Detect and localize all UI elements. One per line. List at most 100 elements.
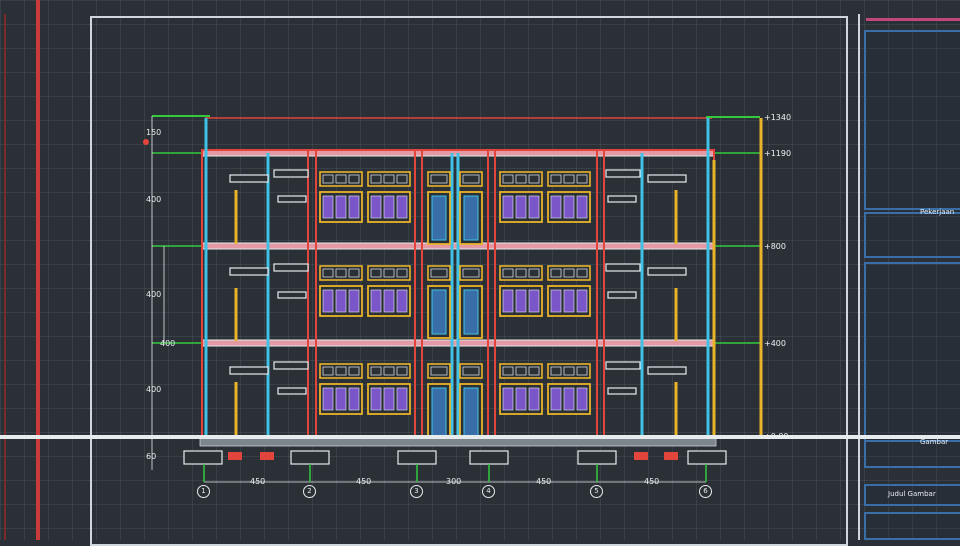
window-pane [528, 289, 540, 313]
left-dim-400-bot: 400 [146, 385, 162, 394]
window-pane [383, 195, 395, 219]
window-pane [515, 289, 527, 313]
window-transom-pane [528, 268, 540, 278]
bottom-dim-1: 450 [250, 477, 266, 486]
window-pane [550, 387, 562, 411]
title-block-cell-logo[interactable] [864, 30, 960, 210]
window-transom-pane [515, 268, 527, 278]
footings [183, 450, 727, 465]
title-block-cell-judul[interactable]: Judul Gambar [864, 484, 960, 506]
windows-group [319, 171, 591, 415]
bottom-dim-5: 450 [644, 477, 660, 486]
door-transom-pane [430, 366, 448, 376]
axis-green-ticks [203, 464, 707, 482]
window-pane [335, 195, 347, 219]
window-pane [515, 387, 527, 411]
balcony-elements [229, 169, 687, 395]
window-transom-pane [383, 174, 395, 184]
level-label-0: ±0.00 [764, 432, 789, 441]
axis-bubble-4[interactable]: 4 [482, 485, 495, 498]
window-transom-pane [563, 174, 575, 184]
doors-group [427, 171, 483, 439]
window-transom-pane [348, 366, 360, 376]
title-block: Pekerjaan Gambar Judul Gambar [858, 14, 960, 540]
door-transom-pane [430, 268, 448, 278]
window-transom-pane [528, 174, 540, 184]
red-margin-line [36, 0, 40, 540]
window-pane [348, 387, 360, 411]
window-pane [550, 289, 562, 313]
window-pane [502, 195, 514, 219]
door-transom-pane [462, 366, 480, 376]
window-transom-pane [576, 366, 588, 376]
foundation-strip [199, 437, 717, 447]
window-transom-pane [335, 268, 347, 278]
red-columns [307, 150, 605, 438]
window-pane [322, 195, 334, 219]
window-transom-pane [550, 268, 562, 278]
title-block-cell-pekerjaan[interactable]: Pekerjaan [864, 208, 960, 258]
axis-bubble-5[interactable]: 5 [590, 485, 603, 498]
window-transom-pane [396, 366, 408, 376]
window-transom-pane [515, 366, 527, 376]
window-pane [502, 289, 514, 313]
level-label-400: +400 [764, 339, 786, 348]
cyan-columns [204, 118, 710, 438]
window-pane [396, 387, 408, 411]
left-dim-400-mid: 400 [146, 290, 162, 299]
window-pane [370, 289, 382, 313]
title-block-cell-partial[interactable]: Gambar [864, 438, 960, 468]
window-pane [502, 387, 514, 411]
window-transom-pane [502, 268, 514, 278]
window-transom-pane [335, 366, 347, 376]
title-block-cell-bottom[interactable] [864, 512, 960, 540]
window-transom-pane [550, 366, 562, 376]
window-pane [396, 195, 408, 219]
window-pane [322, 289, 334, 313]
axis-bubble-2[interactable]: 2 [303, 485, 316, 498]
window-pane [528, 387, 540, 411]
window-transom-pane [515, 174, 527, 184]
window-transom-pane [348, 268, 360, 278]
left-marker-dot [143, 139, 149, 145]
window-pane [322, 387, 334, 411]
left-dim-150: 150 [146, 128, 162, 137]
window-transom-pane [528, 366, 540, 376]
window-pane [563, 289, 575, 313]
door-transom-pane [462, 174, 480, 184]
window-pane [563, 387, 575, 411]
bottom-dim-4: 450 [536, 477, 552, 486]
window-transom-pane [322, 174, 334, 184]
window-transom-pane [370, 174, 382, 184]
window-transom-pane [322, 268, 334, 278]
window-pane [563, 195, 575, 219]
window-pane [335, 387, 347, 411]
ground-line [0, 435, 960, 439]
door-leaf [463, 289, 479, 335]
window-transom-pane [335, 174, 347, 184]
door-transom-pane [430, 174, 448, 184]
door-transom-pane [462, 268, 480, 278]
window-pane [550, 195, 562, 219]
door-leaf [431, 387, 447, 437]
door-leaf [463, 387, 479, 437]
window-transom-pane [322, 366, 334, 376]
yellow-pipes [234, 118, 763, 438]
window-pane [576, 195, 588, 219]
window-pane [528, 195, 540, 219]
window-transom-pane [348, 174, 360, 184]
window-pane [576, 387, 588, 411]
window-transom-pane [550, 174, 562, 184]
window-transom-pane [370, 268, 382, 278]
window-transom-pane [563, 366, 575, 376]
axis-bubble-3[interactable]: 3 [410, 485, 423, 498]
window-transom-pane [576, 268, 588, 278]
bottom-dim-3: 300 [446, 477, 462, 486]
axis-bubble-6[interactable]: 6 [699, 485, 712, 498]
door-leaf [431, 289, 447, 335]
window-pane [370, 195, 382, 219]
axis-bubble-1[interactable]: 1 [197, 485, 210, 498]
left-dim-60: 60 [146, 452, 157, 461]
level-label-1340: +1340 [764, 113, 792, 122]
